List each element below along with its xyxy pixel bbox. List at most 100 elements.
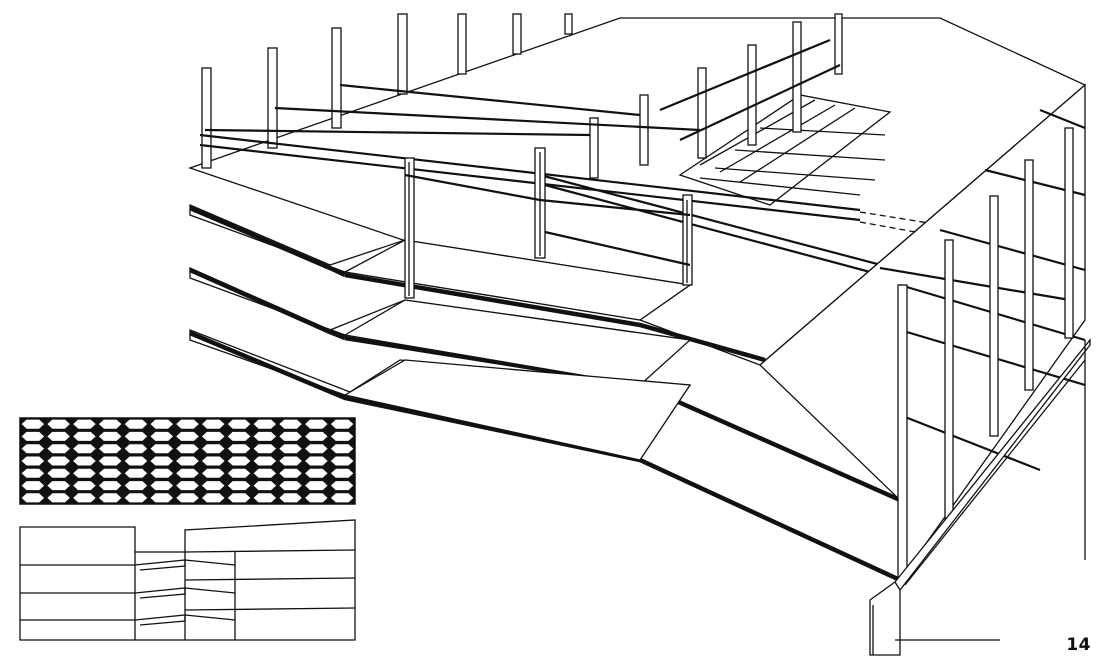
hexagon-cell — [46, 455, 72, 467]
opening-grid — [699, 99, 886, 196]
hexagon-cell — [278, 480, 303, 491]
floor-opening — [678, 94, 892, 206]
hexagon-cell — [226, 480, 252, 491]
hexagon-cell — [20, 480, 46, 491]
hexagon-cell — [72, 480, 97, 491]
inset-stepped-section — [19, 519, 356, 641]
hexagon-cell — [278, 467, 303, 479]
hexagon-cell — [149, 443, 175, 455]
hexagon-cell — [200, 443, 226, 455]
hexagon-cell — [97, 467, 123, 479]
hexagon-cell — [72, 467, 97, 479]
hexagon-cell — [252, 467, 278, 479]
hexagon-cell — [329, 418, 355, 430]
hexagon-cell — [200, 492, 226, 504]
hexagon-cell — [175, 455, 200, 467]
hexagon-cell — [252, 431, 278, 442]
hexagon-cell — [175, 480, 200, 491]
hexagon-cell — [329, 467, 355, 479]
hexagon-cell — [226, 443, 252, 455]
hexagon-cell — [149, 418, 175, 430]
hexagon-cell — [303, 455, 329, 467]
hexagon-cell — [329, 443, 355, 455]
hexagon-cell — [252, 492, 278, 504]
hexagon-cell — [175, 492, 200, 504]
hexagon-cell — [175, 431, 200, 442]
hexagon-cell — [175, 443, 200, 455]
hexagon-cell — [303, 431, 329, 442]
hexagon-cell — [175, 418, 200, 430]
hexagon-cell — [20, 443, 46, 455]
right-wing — [759, 83, 1086, 583]
hexagon-cell — [175, 467, 200, 479]
hexagon-cell — [20, 418, 46, 430]
hexagon-cell — [252, 443, 278, 455]
hexagon-cell — [329, 431, 355, 442]
hexagon-cell — [97, 480, 123, 491]
hexagon-cell — [226, 467, 252, 479]
end-wall-section — [869, 338, 1091, 656]
hexagon-cell — [303, 492, 329, 504]
hexagon-cell — [303, 443, 329, 455]
hexagon-cell — [278, 492, 303, 504]
hexagon-cell — [123, 492, 149, 504]
hexagon-cell — [123, 431, 149, 442]
hexagon-cell — [149, 492, 175, 504]
figure-number: 14 — [1066, 635, 1091, 655]
hexagon-cell — [278, 443, 303, 455]
hexagon-cell — [20, 455, 46, 467]
hexagon-cell — [200, 431, 226, 442]
hexagon-cell — [97, 431, 123, 442]
hexagon-cell — [149, 455, 175, 467]
hexagon-cell — [278, 418, 303, 430]
hexagon-cell — [46, 467, 72, 479]
hexagon-cell — [226, 492, 252, 504]
hexagon-cell — [46, 480, 72, 491]
hexagon-cell — [303, 480, 329, 491]
hexagon-cell — [72, 418, 97, 430]
hexagon-cell — [46, 431, 72, 442]
hexagon-cell — [97, 443, 123, 455]
hexagon-cell — [200, 480, 226, 491]
hexagon-cell — [200, 418, 226, 430]
hexagon-cell — [72, 431, 97, 442]
hexagon-cell — [20, 431, 46, 442]
hexagon-cell — [226, 431, 252, 442]
hexagon-cell — [123, 480, 149, 491]
hexagon-cell — [252, 455, 278, 467]
hexagon-cell — [123, 455, 149, 467]
hexagon-cell — [46, 418, 72, 430]
hexagon-cell — [97, 418, 123, 430]
hexagon-cell — [329, 480, 355, 491]
hexagon-cell — [252, 480, 278, 491]
hexagon-cell — [200, 455, 226, 467]
hexagon-cell — [226, 418, 252, 430]
inset-hexagon-pattern — [19, 417, 356, 505]
hexagon-cell — [149, 480, 175, 491]
hexagon-cell — [97, 455, 123, 467]
hexagon-cell — [72, 455, 97, 467]
hexagon-cell — [149, 467, 175, 479]
hexagon-cell — [123, 443, 149, 455]
hexagon-cell — [46, 443, 72, 455]
hexagon-cell — [278, 455, 303, 467]
hexagon-cell — [226, 455, 252, 467]
hexagon-cell — [20, 467, 46, 479]
hexagon-cell — [329, 455, 355, 467]
hexagon-cell — [278, 431, 303, 442]
hexagon-cell — [20, 492, 46, 504]
shelf-planks — [342, 239, 692, 461]
hexagon-cell — [200, 467, 226, 479]
hexagon-cell — [72, 443, 97, 455]
center-uprights — [404, 147, 693, 299]
hexagon-cell — [303, 467, 329, 479]
back-uprights — [201, 13, 843, 179]
upper-floor-slab — [187, 17, 1087, 366]
hexagon-cell — [303, 418, 329, 430]
hexagon-cell — [329, 492, 355, 504]
hexagon-cell — [123, 467, 149, 479]
hexagon-cell — [123, 418, 149, 430]
hexagon-cell — [149, 431, 175, 442]
hexagon-cell — [97, 492, 123, 504]
